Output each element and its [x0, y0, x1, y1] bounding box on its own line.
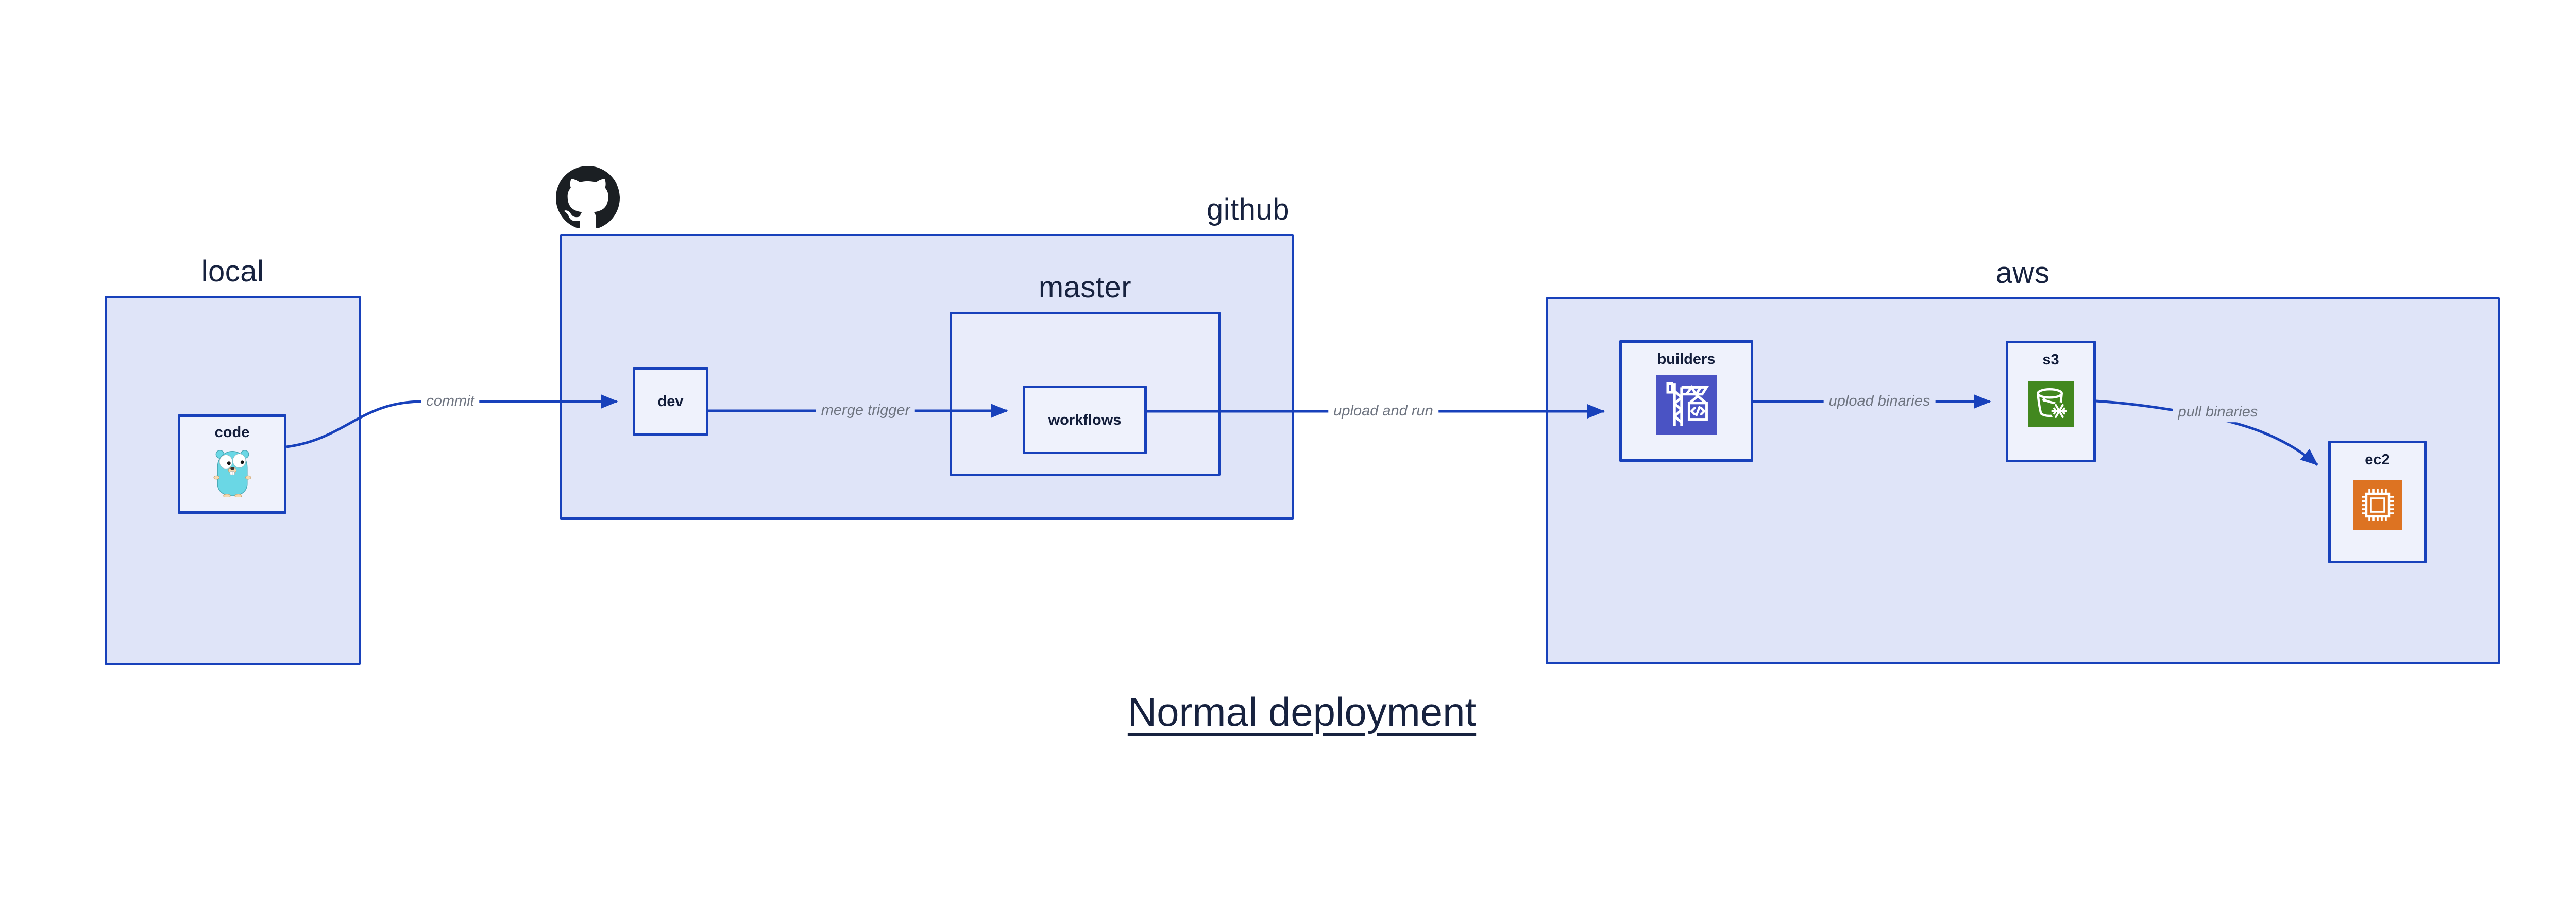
node-dev: dev — [633, 367, 708, 436]
node-dev-label: dev — [657, 393, 684, 410]
edge-label-merge-trigger: merge trigger — [816, 400, 916, 421]
node-code: code — [178, 414, 286, 514]
node-workflows: workflows — [1023, 386, 1147, 454]
edge-label-upload-and-run: upload and run — [1328, 400, 1438, 422]
diagram-title: Normal deployment — [1127, 689, 1477, 734]
group-label-github: github — [1206, 193, 1290, 226]
node-s3: s3 — [2006, 341, 2096, 462]
node-builders: builders — [1619, 340, 1753, 462]
github-octocat-logo-icon — [556, 166, 620, 230]
aws-codebuild-crane-icon — [1656, 375, 1717, 438]
node-ec2: ec2 — [2328, 441, 2427, 563]
edge-label-commit: commit — [421, 391, 480, 412]
group-label-aws: aws — [1995, 256, 2050, 290]
aws-s3-glacier-bucket-icon — [2028, 381, 2074, 429]
node-s3-label: s3 — [2042, 352, 2059, 368]
go-gopher-icon — [212, 448, 252, 500]
edge-label-upload-binaries: upload binaries — [1823, 391, 1936, 412]
node-code-label: code — [214, 424, 250, 441]
group-label-local: local — [201, 255, 264, 288]
node-ec2-label: ec2 — [2365, 452, 2390, 468]
group-label-master: master — [1038, 271, 1132, 304]
node-builders-label: builders — [1657, 351, 1716, 368]
node-workflows-label: workflows — [1048, 411, 1122, 428]
edge-label-pull-binaries: pull binaries — [2173, 402, 2263, 423]
aws-ec2-chip-icon — [2352, 480, 2402, 532]
